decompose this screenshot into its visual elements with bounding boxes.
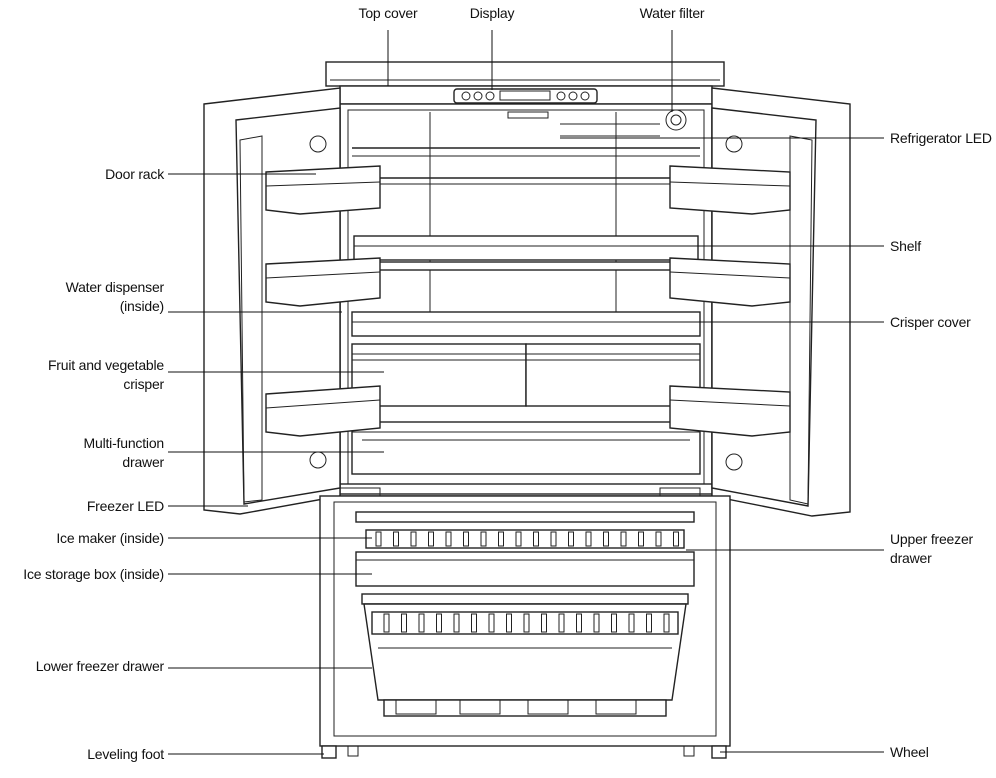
right-door: [669, 87, 851, 517]
label-shelf: Shelf: [890, 238, 921, 254]
ice-maker-tooth: [428, 531, 434, 547]
drawer-divider-tooth: [506, 613, 512, 633]
ice-maker-tooth: [550, 531, 557, 547]
crisper-cover: [351, 311, 701, 337]
ice-maker-tooth: [585, 531, 592, 547]
label-top-cover: Top cover: [358, 5, 418, 21]
ice-maker-tooth: [655, 531, 662, 547]
drawer-divider-tooth: [646, 613, 652, 633]
left-door: [203, 87, 381, 515]
label-fruit-crisper-1: Fruit and vegetable: [47, 357, 164, 373]
label-water-dispenser-2: (inside): [119, 298, 165, 314]
label-ice-maker: Ice maker (inside): [56, 530, 164, 546]
label-lower-freezer: Lower freezer drawer: [35, 658, 164, 674]
ice-maker-tooth: [498, 531, 504, 547]
ice-maker-tooth: [375, 531, 382, 547]
drawer-divider-tooth: [558, 613, 565, 633]
ice-maker-tooth: [673, 531, 679, 547]
label-multi-function-1: Multi-function: [83, 435, 165, 451]
label-leveling-foot: Leveling foot: [87, 746, 164, 762]
label-water-dispenser-1: Water dispenser: [65, 279, 165, 295]
label-ice-storage: Ice storage box (inside): [23, 566, 164, 582]
drawer-divider-tooth: [401, 613, 407, 633]
drawer-divider-tooth: [488, 613, 495, 633]
drawer-divider-tooth: [436, 613, 442, 633]
ice-maker-tooth: [410, 531, 417, 547]
drawer-divider-tooth: [628, 613, 635, 633]
wheel: [683, 745, 727, 759]
shelves: [352, 147, 700, 271]
label-multi-function-2: drawer: [122, 454, 164, 470]
drawer-divider-tooth: [453, 613, 460, 633]
ice-maker-tooth: [480, 531, 487, 547]
drawer-divider-tooth: [471, 613, 477, 633]
lower-freezer-drawer: [363, 603, 687, 717]
multi-function-drawer: [339, 421, 713, 495]
drawer-divider-tooth: [523, 613, 530, 633]
ice-maker-tooth: [445, 531, 452, 547]
label-upper-freezer-2: drawer: [890, 550, 932, 566]
upper-freezer-drawer: [355, 511, 695, 605]
leader-lines: [168, 30, 884, 755]
label-freezer-led: Freezer LED: [86, 498, 164, 514]
ice-maker-tooth: [568, 531, 574, 547]
ice-maker-tooth: [603, 531, 609, 547]
ice-maker-tooth: [638, 531, 644, 547]
drawer-divider-tooth: [418, 613, 425, 633]
label-water-filter: Water filter: [639, 5, 705, 21]
label-upper-freezer-1: Upper freezer: [890, 531, 973, 547]
drawer-divider-tooth: [663, 613, 670, 633]
drawer-divider-tooth: [541, 613, 547, 633]
ice-maker-tooth: [393, 531, 399, 547]
label-fruit-crisper-2: crisper: [123, 376, 164, 392]
label-display: Display: [469, 5, 515, 21]
label-crisper-cover: Crisper cover: [890, 314, 971, 330]
ice-maker-tooth: [620, 531, 627, 547]
label-refrigerator-led: Refrigerator LED: [890, 130, 992, 146]
ice-maker-tooth: [463, 531, 469, 547]
leveling-foot: [321, 745, 359, 759]
label-door-rack: Door rack: [105, 166, 164, 182]
ice-maker-tooth: [533, 531, 539, 547]
drawer-divider-tooth: [611, 613, 617, 633]
drawer-divider-tooth: [576, 613, 582, 633]
fruit-vegetable-crisper: [351, 343, 701, 407]
drawer-divider-tooth: [383, 613, 390, 633]
ice-maker-tooth: [515, 531, 522, 547]
label-wheel: Wheel: [890, 744, 929, 760]
display-panel: [453, 88, 598, 104]
drawer-divider-tooth: [593, 613, 600, 633]
